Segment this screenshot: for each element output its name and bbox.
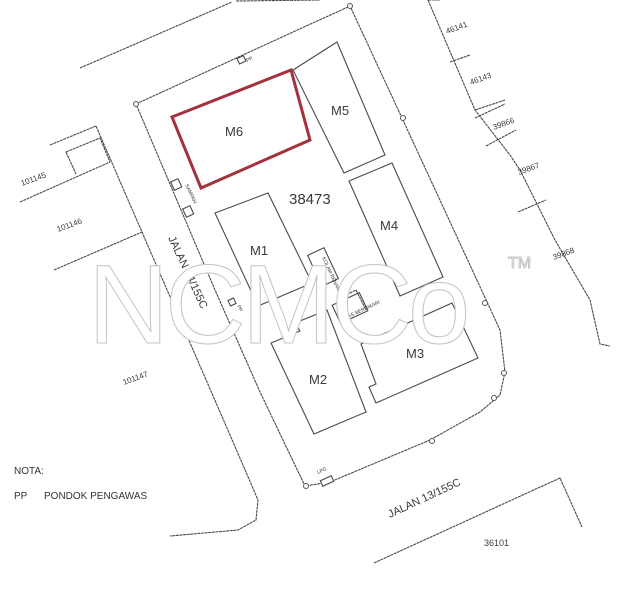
building-label-m5: M5: [331, 103, 349, 118]
sampah-label: SAMPAH: [183, 183, 197, 205]
building-m4[interactable]: [348, 162, 444, 297]
boundary-node: [303, 483, 309, 489]
pool-feature: [341, 297, 347, 303]
building-m1[interactable]: [214, 192, 313, 307]
lpg-label: LPG: [316, 466, 328, 476]
building-m5[interactable]: [292, 41, 386, 174]
lot-divider-101145-101146: [19, 161, 111, 203]
lot-divider-39866-39867: [485, 129, 517, 147]
building-label-m3: M3: [406, 346, 424, 361]
legend-abbr: PP: [14, 491, 28, 502]
road-boundary-north-2: [235, 0, 321, 2]
watermark-text: NCMCo: [88, 242, 466, 367]
kolam-renang-box: [306, 247, 340, 287]
sampah-box-2: [181, 204, 195, 218]
pp-side-box: [227, 297, 237, 307]
boundary-node: [133, 101, 139, 107]
lot-divider-101146-101147: [53, 231, 143, 271]
road-boundary-north: [79, 1, 233, 69]
lot-label-101146: 101146: [56, 216, 84, 234]
boundary-node: [501, 370, 507, 376]
pp-label-top: PP: [245, 55, 254, 64]
lot-101145-box: [65, 151, 77, 175]
lot-divider-46143-39866: [474, 99, 506, 111]
building-label-m6: M6: [225, 124, 243, 139]
road-label-south: JALAN 13/155C: [386, 476, 463, 520]
lot-number-38473: 38473: [289, 191, 331, 208]
lot-label-46141: 46141: [445, 20, 470, 36]
lot-label-101145: 101145: [20, 170, 48, 188]
lpg-box: [319, 475, 335, 487]
lot-label-39867: 39867: [517, 161, 542, 177]
legend: NOTA: PP PONDOK PENGAWAS: [14, 466, 147, 502]
lot-label-46143: 46143: [469, 71, 494, 87]
lot-divider-39867-39868: [517, 199, 547, 213]
legend-item-pp: PP PONDOK PENGAWAS: [14, 491, 147, 502]
pp-label-side: PP: [235, 304, 244, 313]
building-label-m4: M4: [380, 218, 398, 233]
road-boundary-west: [95, 125, 259, 537]
boundary-node: [429, 438, 435, 444]
lot-label-101147: 101147: [122, 369, 150, 387]
lot-divider-39866: [474, 103, 506, 119]
boundary-node: [347, 3, 353, 9]
sampah-box-1: [169, 177, 183, 191]
lot-label-39868: 39868: [552, 246, 577, 262]
building-label-m1: M1: [250, 243, 268, 258]
legend-title: NOTA:: [14, 466, 44, 477]
building-m6[interactable]: [170, 67, 312, 190]
pondok-pengawas-top: [236, 54, 247, 65]
boundary-node: [482, 300, 488, 306]
kelas-berdikari-annex: [339, 289, 367, 311]
lot-101145-inner: [65, 137, 111, 163]
watermark-tm: TM: [508, 255, 531, 272]
building-m2[interactable]: [270, 309, 367, 435]
building-m3[interactable]: [360, 302, 479, 404]
legend-meaning: PONDOK PENGAWAS: [44, 491, 148, 502]
lot-boundary-east: [427, 0, 611, 347]
boundary-node: [400, 115, 406, 121]
road-boundary-south: [373, 477, 583, 564]
lot-label-39866: 39866: [492, 116, 517, 132]
lot-label-36101: 36101: [484, 538, 509, 548]
boundary-node: [491, 395, 497, 401]
building-label-m2: M2: [309, 372, 327, 387]
lot-101145-outer: [49, 125, 97, 146]
